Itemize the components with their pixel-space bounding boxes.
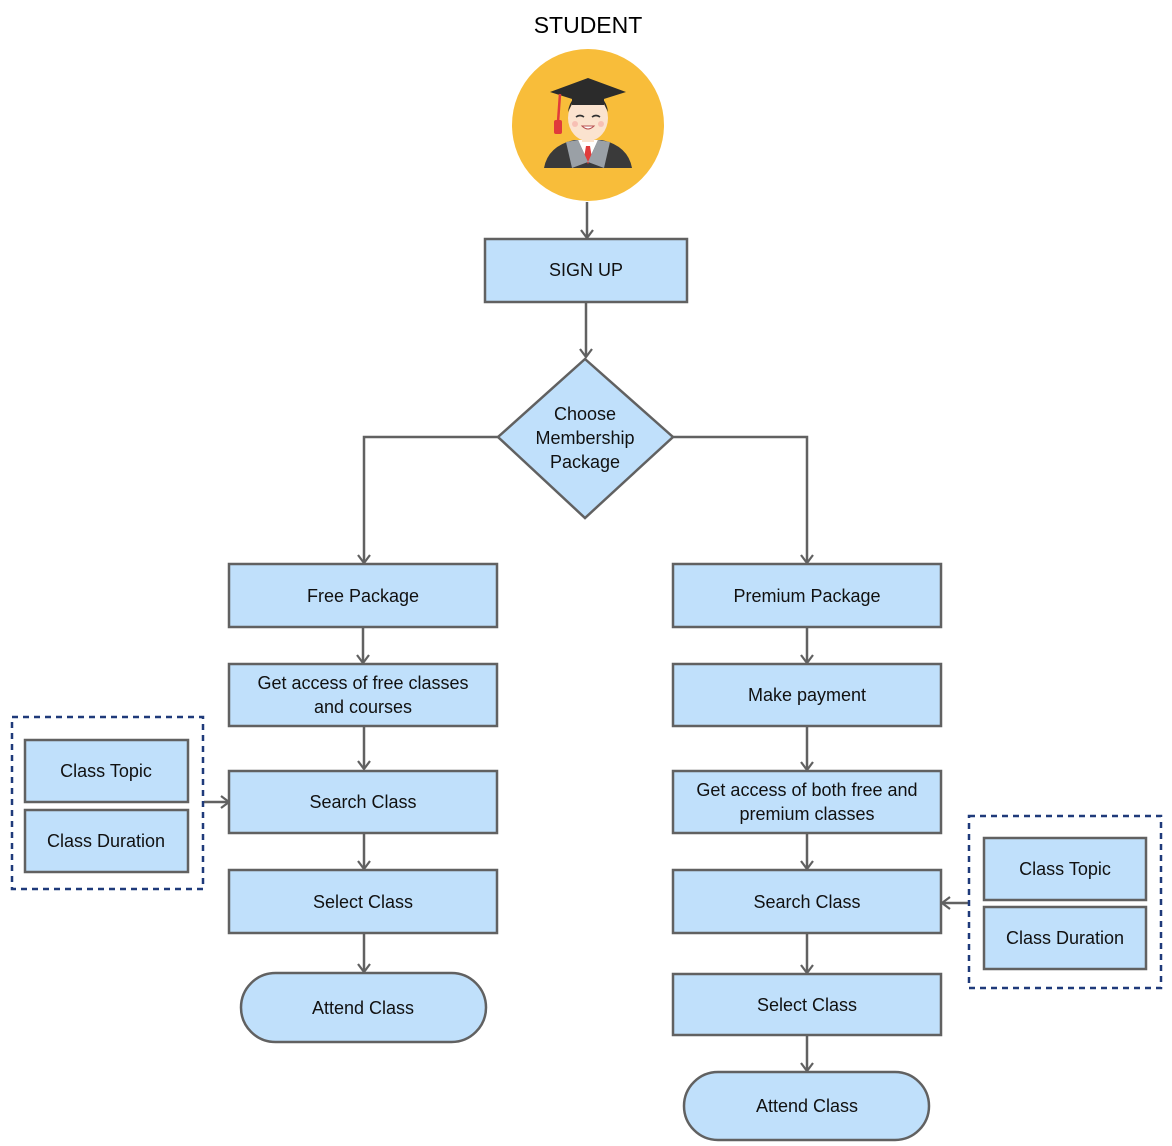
choose-membership-decision: Choose Membership Package xyxy=(496,357,675,520)
premium-search-class-node: Search Class xyxy=(671,868,943,935)
premium-select-class-node: Select Class xyxy=(671,972,943,1037)
premium-access-line-2: premium classes xyxy=(739,804,874,824)
filter-class-duration-right xyxy=(982,905,1148,971)
filter-group-left-border xyxy=(10,715,205,891)
premium-attend-class-label: Attend Class xyxy=(756,1096,858,1116)
free-select-class-node: Select Class xyxy=(227,868,499,935)
free-access-node: Get access of free classes and courses xyxy=(227,662,499,728)
filter-class-topic-left xyxy=(23,738,190,804)
free-access-line-2: and courses xyxy=(314,697,412,717)
filter-class-duration-left-label: Class Duration xyxy=(47,831,165,851)
filter-class-topic-right xyxy=(982,836,1148,902)
filter-class-topic-right-label: Class Topic xyxy=(1019,859,1111,879)
premium-access-node: Get access of both free and premium clas… xyxy=(671,769,943,835)
free-access-line-1: Get access of free classes xyxy=(257,673,468,693)
edge-decision-premium xyxy=(673,435,814,565)
decision-label-line-1: Choose xyxy=(554,404,616,424)
make-payment-node: Make payment xyxy=(671,662,943,728)
filter-group-right: Class Topic Class Duration xyxy=(967,814,1163,990)
premium-package-label: Premium Package xyxy=(733,586,880,606)
filter-group-right-border xyxy=(967,814,1163,990)
free-select-class-label: Select Class xyxy=(313,892,413,912)
decision-label-line-3: Package xyxy=(550,452,620,472)
edge-decision-free xyxy=(357,435,499,565)
free-attend-class-node: Attend Class xyxy=(239,971,488,1044)
filter-class-topic-left-label: Class Topic xyxy=(60,761,152,781)
sign-up-node: SIGN UP xyxy=(483,237,689,304)
free-search-class-label: Search Class xyxy=(309,792,416,812)
free-attend-class-label: Attend Class xyxy=(312,998,414,1018)
actor-label: STUDENT xyxy=(534,12,643,38)
filter-group-left: Class Topic Class Duration xyxy=(10,715,205,891)
sign-up-label: SIGN UP xyxy=(549,260,623,280)
premium-access-line-1: Get access of both free and xyxy=(696,780,917,800)
free-package-label: Free Package xyxy=(307,586,419,606)
graduate-student-icon xyxy=(512,49,664,201)
filter-class-duration-right-label: Class Duration xyxy=(1006,928,1124,948)
premium-attend-class-node: Attend Class xyxy=(682,1070,931,1142)
connector-lines xyxy=(204,202,968,1073)
free-search-class-node: Search Class xyxy=(227,769,499,835)
free-package-node: Free Package xyxy=(227,562,499,629)
decision-label-line-2: Membership xyxy=(535,428,634,448)
filter-class-duration-left xyxy=(23,808,190,874)
premium-search-class-label: Search Class xyxy=(753,892,860,912)
premium-package-node: Premium Package xyxy=(671,562,943,629)
premium-select-class-label: Select Class xyxy=(757,995,857,1015)
make-payment-label: Make payment xyxy=(748,685,866,705)
